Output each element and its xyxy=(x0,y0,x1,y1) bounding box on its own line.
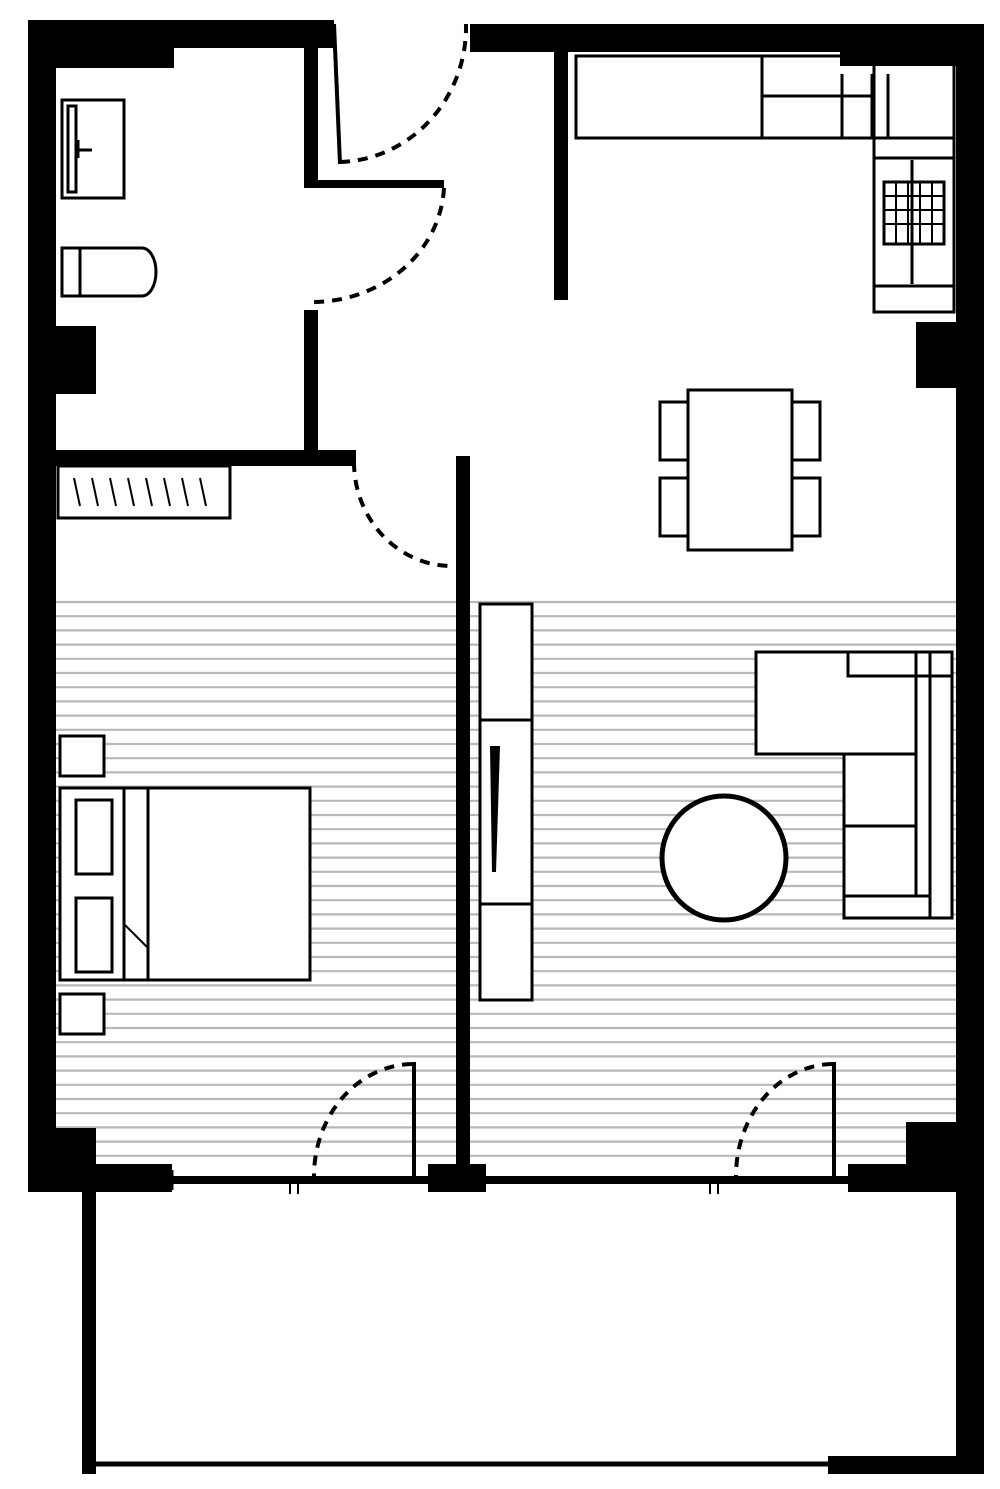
kitchen-fixtures xyxy=(574,54,956,314)
bedroom-balcony-door-swing xyxy=(312,1062,413,1177)
bathroom-east-wall-bottom xyxy=(304,310,318,462)
tv-cabinet xyxy=(478,602,534,1002)
hall-closet-wall xyxy=(304,180,444,188)
dining-chair xyxy=(658,476,690,538)
cooktop-icon xyxy=(882,180,946,246)
double-bed xyxy=(58,786,312,982)
nightstand xyxy=(58,734,106,778)
bedroom-furniture xyxy=(56,464,312,1036)
east-wall xyxy=(956,24,984,1184)
dining-chair xyxy=(790,400,822,462)
faucet-icon xyxy=(76,140,92,158)
balcony-sw-pier xyxy=(828,1456,984,1474)
tv-icon xyxy=(490,746,500,872)
living-balcony-door-swing xyxy=(734,1062,833,1177)
south-wall-mid xyxy=(428,1164,486,1192)
wardrobe xyxy=(56,464,232,520)
living-furniture xyxy=(478,602,954,1002)
wardrobe-hangers xyxy=(73,477,207,507)
vanity-basin xyxy=(60,98,126,200)
cooktop-grid xyxy=(884,182,944,244)
bedroom-north-wall xyxy=(56,450,356,466)
bathroom-east-wall-top xyxy=(304,28,318,186)
pillow xyxy=(74,798,114,876)
toilet-icon xyxy=(60,246,158,298)
west-wall xyxy=(28,20,56,1192)
dining-table xyxy=(686,388,794,552)
balcony-west-rail xyxy=(82,1190,96,1474)
coffee-table xyxy=(659,793,789,923)
entry-door-leaf xyxy=(332,23,342,165)
interior-walls xyxy=(56,28,568,1168)
bedroom-living-wall xyxy=(456,456,470,1168)
column-e xyxy=(916,322,960,388)
bedroom-door-swing xyxy=(352,461,453,568)
closet-door-swing xyxy=(309,187,446,305)
dining-chair xyxy=(658,400,690,462)
column-nw xyxy=(28,20,174,68)
column-sw xyxy=(28,1128,96,1192)
pillow xyxy=(74,896,114,974)
kitchen-partition-wall xyxy=(554,48,568,300)
dining-set xyxy=(658,388,822,552)
column-se xyxy=(906,1122,984,1192)
entry-door-swing xyxy=(339,23,469,164)
south-glazing xyxy=(170,1170,848,1194)
column-w xyxy=(56,326,96,394)
vanity-edge xyxy=(66,104,78,194)
column-ne xyxy=(840,24,982,66)
doors xyxy=(309,23,836,1177)
kitchen-side-counter xyxy=(872,62,956,314)
dining-chair xyxy=(790,476,822,538)
structural-columns xyxy=(28,20,984,1192)
nightstand xyxy=(58,992,106,1036)
balcony-east-wall xyxy=(956,1184,984,1474)
bathroom-fixtures xyxy=(60,98,158,298)
balcony xyxy=(82,1184,984,1474)
